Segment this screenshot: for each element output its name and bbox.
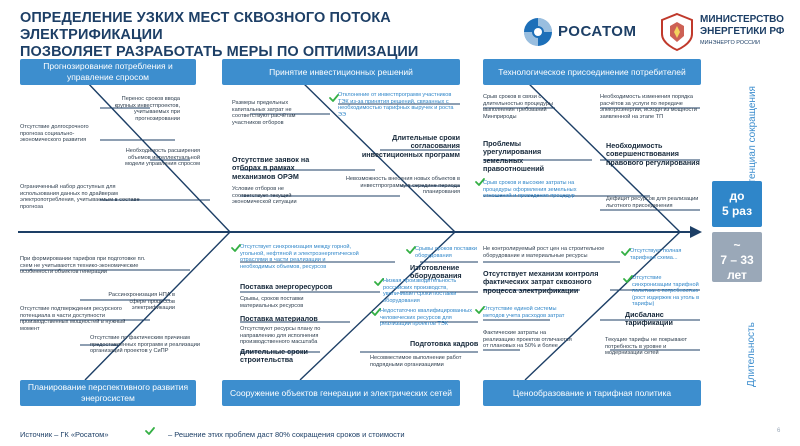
header-connection: Технологическое присоединение потребител… (483, 59, 701, 85)
note-s6-5: Текущие тарифы не покрывают потребность … (605, 337, 688, 357)
bold-s6-control: Отсутствует механизм контроля фактически… (483, 269, 599, 295)
bold-s5-duration: Длительные сроки строительства (240, 347, 308, 365)
bold-s3-land: Проблемы урегулирования земельных правоо… (483, 139, 545, 174)
bold-s5-equipment: Изготовление оборудования (410, 263, 462, 281)
note-s6-1: Не контролируемый рост цен на строительн… (483, 246, 605, 259)
note-s2-4: Невозможность внесения новых объектов в … (345, 176, 460, 196)
note-s5-3: Срывы, сроков поставки материальных ресу… (240, 296, 304, 309)
reduction-box: до 5 раз (712, 181, 762, 227)
bold-s5-materials: Поставка материалов (240, 314, 318, 323)
note-s2-1: Размеры предельных капитальных затрат не… (232, 100, 296, 126)
note-s4-4: Отсутствие по фактическим причинам предо… (90, 335, 200, 355)
note-s5-7: Несовместимое выполнение работ подрядным… (370, 355, 462, 368)
duration-label: Длительность (746, 322, 757, 388)
bone-top-2 (299, 79, 456, 233)
note-s1-3: Необходимость расширения объемов интелле… (125, 148, 200, 168)
source-note: Источник – ГК «Росатом» (20, 430, 109, 439)
note-s5-2: Срывы сроков поставки оборудования (415, 246, 477, 259)
rosatom-atom-icon (524, 18, 552, 46)
note-s5-1: Отсутствует синхронизация между горной, … (240, 244, 359, 270)
bone-bottom-1 (84, 231, 231, 381)
legend-note: – Решение этих проблем даст 80% сокращен… (168, 430, 405, 439)
note-s2-2: Отклонение от инвестпрограмм участников … (338, 92, 454, 118)
note-s6-2: Отсутствует полная тарифная схема... (630, 248, 682, 261)
bone-top-3 (524, 79, 681, 233)
bone-bottom-3 (524, 231, 681, 381)
bone-bottom-2 (299, 231, 456, 381)
note-s4-2: Рассинхронизация НПА в сфере процессов э… (108, 292, 175, 312)
duration-box: ~ 7 – 33 лет (712, 232, 762, 282)
bold-s6-tariff: Дисбаланс тарификации (625, 310, 673, 328)
page-title: ОПРЕДЕЛЕНИЕ УЗКИХ МЕСТ СКВОЗНОГО ПОТОКА … (20, 10, 419, 60)
bold-s5-energy: Поставка энергоресурсов (240, 282, 333, 291)
note-s2-3: Условие отборов не соответствует текущей… (232, 186, 297, 206)
bone-top-1 (84, 79, 231, 233)
header-pricing: Ценообразование и тарифная политика (483, 380, 701, 406)
note-s1-4: Ограниченный набор доступных для использ… (20, 184, 140, 210)
header-planning: Планирование перспективного развития эне… (20, 380, 196, 406)
note-s5-4: Низкая производительность российских про… (383, 278, 457, 304)
ministry-emblem-icon (661, 12, 693, 52)
header-construction: Сооружение объектов генерации и электрич… (222, 380, 460, 406)
note-s3-2: Необходимость изменения порядка расчётов… (600, 94, 697, 120)
note-s1-2: Отсутствие долгосрочного прогноза социал… (20, 124, 89, 144)
note-s3-4: Дефицит ресурсов для реализации льготног… (606, 196, 699, 209)
bold-s2-invest: Длительные сроки согласования инвестицио… (361, 133, 460, 159)
note-s6-3: Отсутствие единой системы методов учета … (483, 306, 565, 319)
bold-s2-orem: Отсутствие заявок на отборах в рамках ме… (232, 155, 310, 181)
rosatom-logo: РОСАТОМ (522, 14, 652, 50)
note-s3-3: Срыв сроков и высокие затраты на процеду… (483, 180, 577, 200)
header-forecasting: Прогнозирование потребления и управление… (20, 59, 196, 85)
ministry-logo: МИНИСТЕРСТВО ЭНЕРГЕТИКИ РФ МИНЭНЕРГО РОС… (658, 10, 798, 54)
page-number: 6 (777, 428, 781, 434)
note-s5-6: Недостаточно квалифицированных человечес… (380, 308, 472, 328)
note-s6-6: Отсутствие синхронизации тарифной полити… (632, 275, 700, 308)
note-s5-5: Отсутствуют ресурсы плану по направлению… (240, 326, 321, 346)
note-s1-1: Перенос сроков ввода крупных инвестпроек… (114, 96, 180, 122)
header-investment: Принятие инвестиционных решений (222, 59, 460, 85)
note-s3-1: Срыв сроков в связи с длительностью проц… (483, 94, 553, 120)
bold-s5-staff: Подготовка кадров (410, 339, 479, 348)
note-s4-3: Отсутствие подтверждения ресурсного поте… (20, 306, 126, 332)
note-s4-1: При формировании тарифов при подготовке … (20, 256, 146, 276)
note-s6-4: Фактические затраты на реализацию проект… (483, 330, 572, 350)
bold-s3-legal: Необходимость совершенствования правовог… (606, 141, 700, 167)
